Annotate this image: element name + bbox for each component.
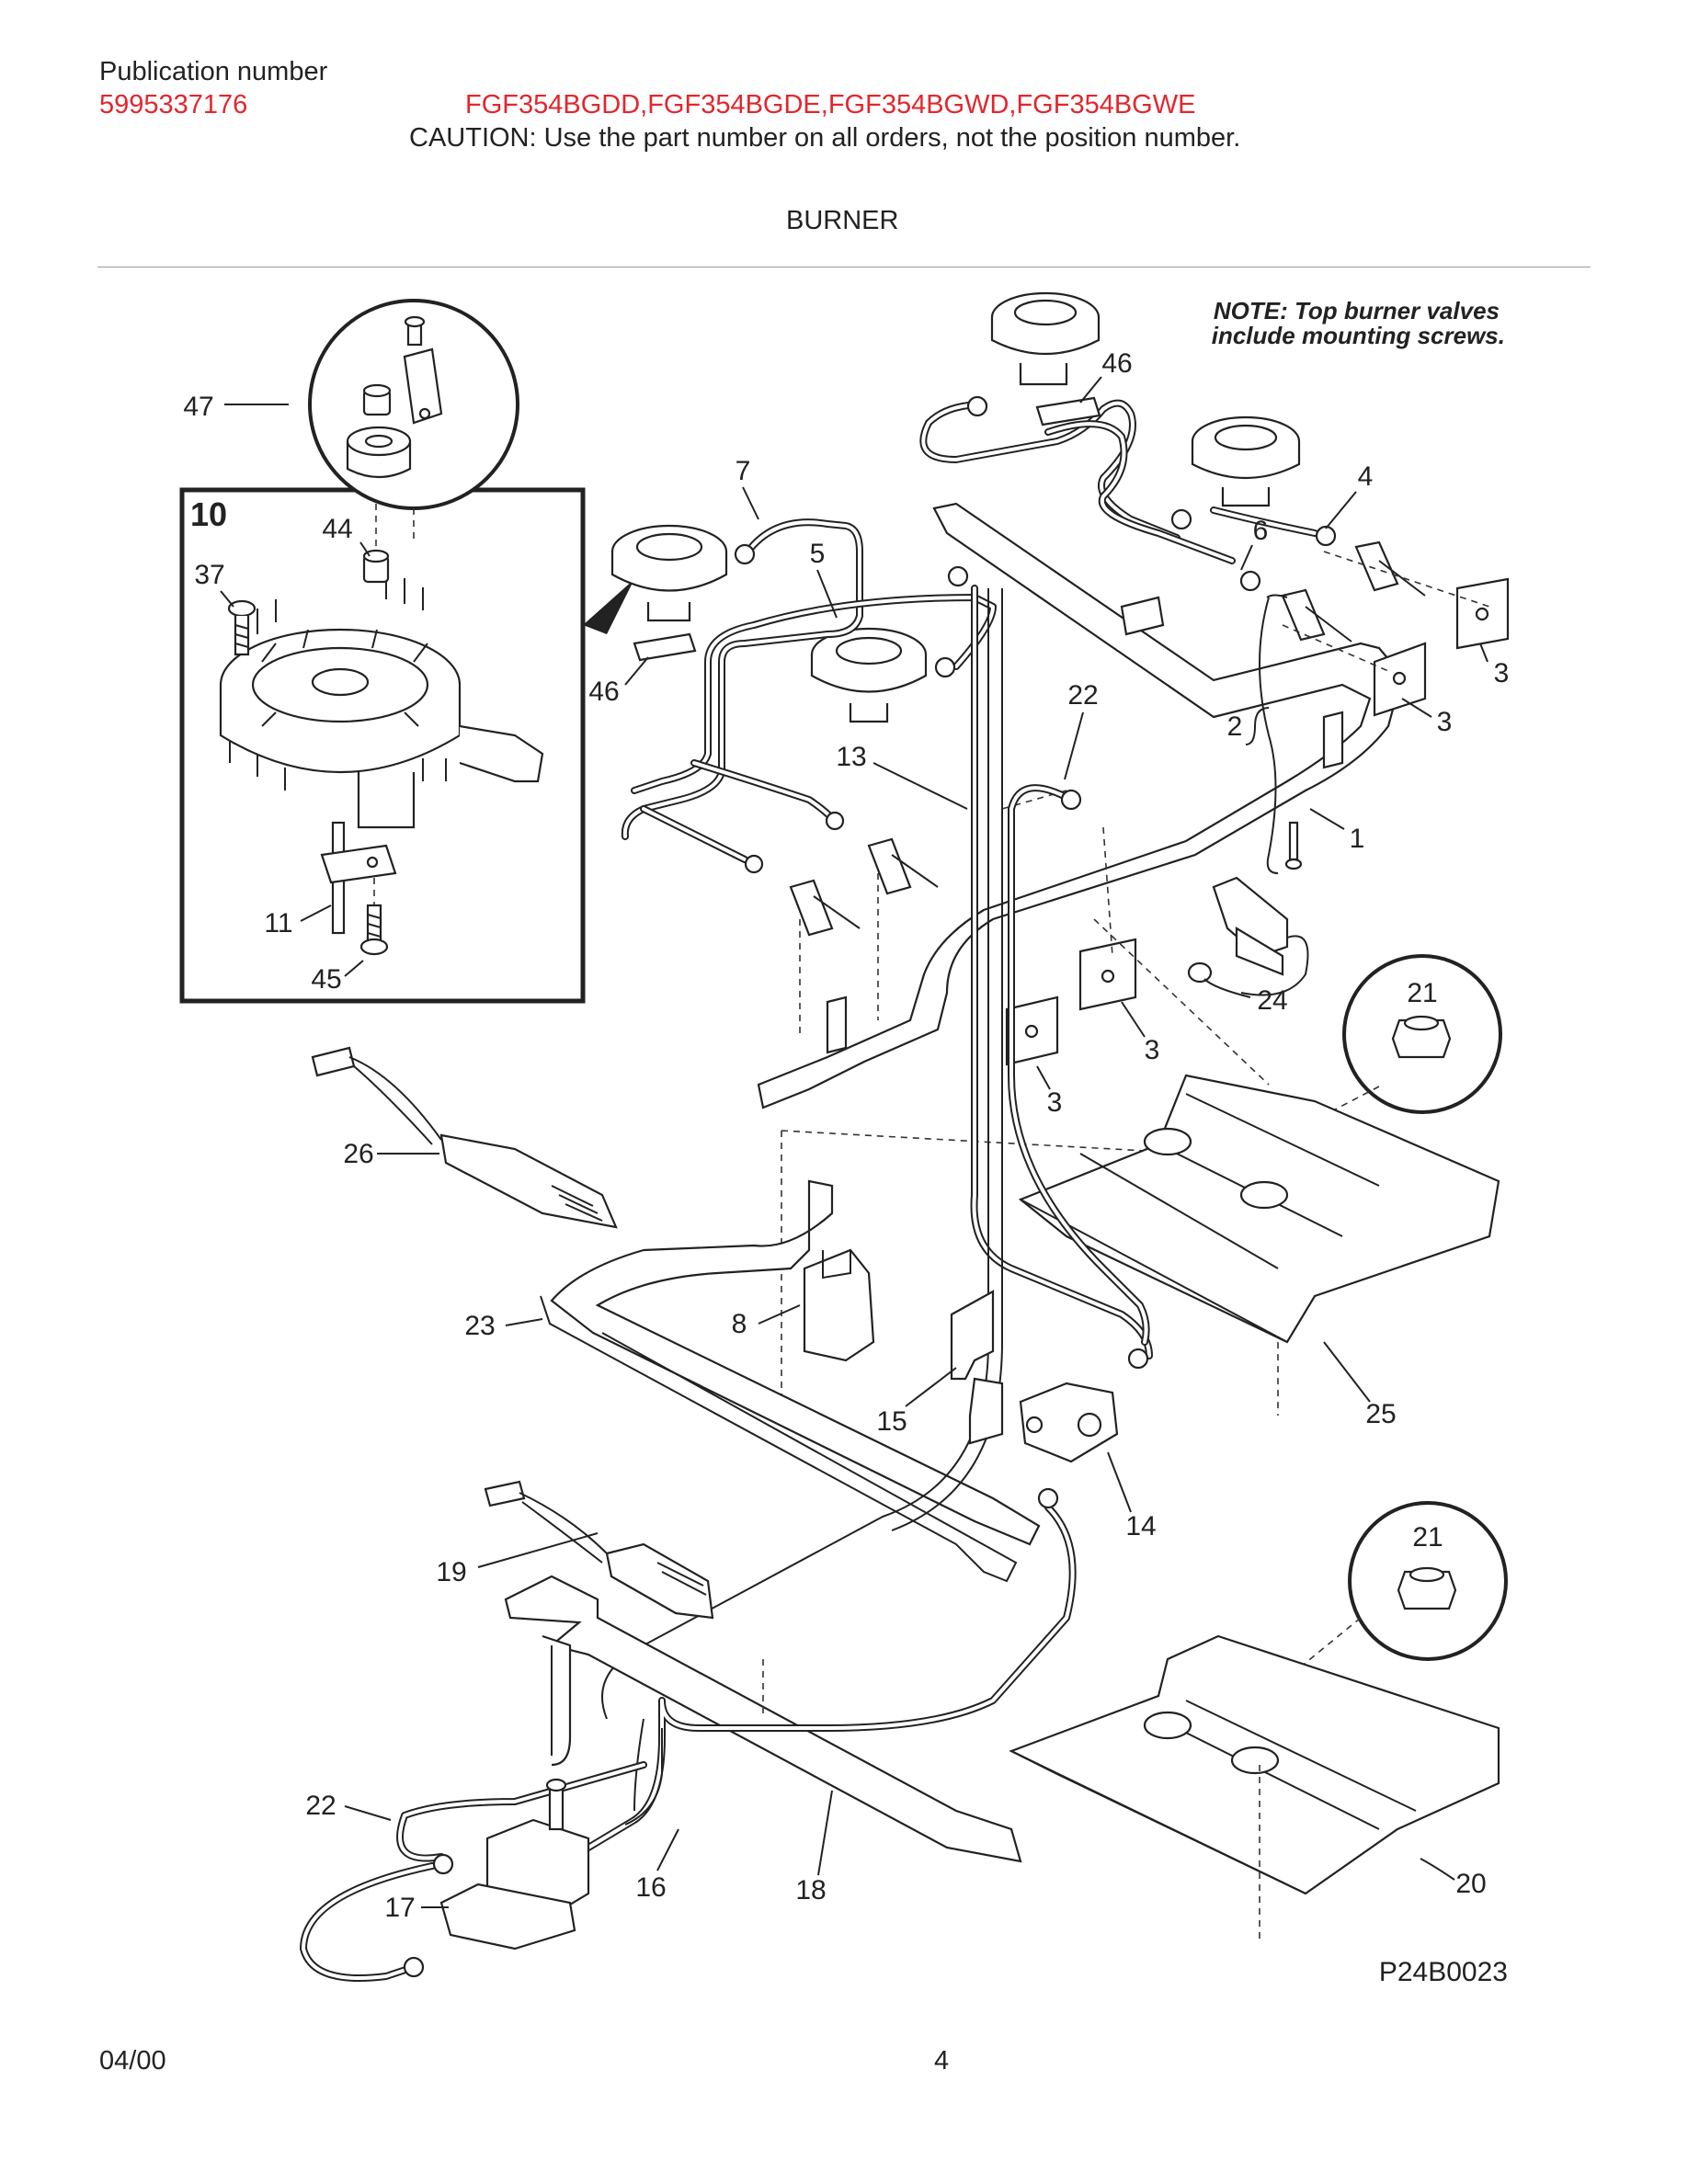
callout-26: 26 (343, 1139, 373, 1169)
callout-4: 4 (1358, 461, 1374, 492)
fitting (934, 656, 956, 678)
callout-3-a: 3 (1437, 707, 1453, 737)
oven-valve-14 (1019, 1382, 1119, 1463)
burner-head-right-rear (990, 291, 1101, 386)
fitting (1170, 508, 1192, 530)
publication-label: Publication number (99, 57, 328, 86)
footer-date: 04/00 (99, 2046, 166, 2076)
callout-44: 44 (322, 514, 352, 544)
callout-46-front: 46 (588, 677, 619, 707)
spreader-clip-46-rear (1035, 396, 1101, 427)
callout-23: 23 (464, 1311, 495, 1341)
oven-burner-23 (540, 1179, 1041, 1583)
section-title: BURNER (786, 206, 899, 235)
callout-13: 13 (836, 742, 866, 772)
callout-22-upper: 22 (1067, 680, 1098, 711)
callout-16: 16 (635, 1872, 666, 1903)
fitting (825, 811, 845, 831)
note-line-2: include mounting screws. (1212, 322, 1505, 349)
footer-page-number: 4 (934, 2046, 950, 2076)
callout-8: 8 (732, 1309, 747, 1339)
broil-valve-17 (439, 1778, 590, 1951)
circle-detail-21-lower (1348, 1501, 1508, 1661)
fitting (1239, 570, 1261, 592)
fitting (966, 395, 988, 417)
burner-head-left-rear (610, 524, 728, 622)
callout-17: 17 (384, 1893, 415, 1923)
valves (789, 540, 1426, 937)
callout-15: 15 (876, 1406, 907, 1437)
orifice-24 (1187, 876, 1309, 996)
callout-37: 37 (194, 560, 224, 590)
callout-47: 47 (183, 392, 213, 422)
circle-detail-21-upper (1342, 954, 1502, 1114)
electrode-11 (320, 821, 397, 935)
igniter-19 (484, 1480, 714, 1620)
callout-46-rear: 46 (1101, 348, 1132, 379)
publication-number: 5995337176 (99, 90, 248, 119)
screw-45 (359, 904, 389, 956)
spreader-clip-46-front (633, 632, 697, 662)
callout-21-lower: 21 (1412, 1522, 1443, 1553)
callout-7: 7 (736, 456, 751, 486)
callout-21-upper: 21 (1407, 978, 1437, 1008)
broil-burner-18 (504, 1575, 1022, 1863)
callout-5: 5 (810, 539, 826, 569)
callout-2: 2 (1227, 711, 1243, 742)
callout-45: 45 (311, 964, 341, 995)
nut-44 (362, 549, 390, 584)
burner-tubes (621, 399, 1318, 863)
drawing-code: P24B0023 (1379, 1957, 1508, 1987)
inset-title: 10 (190, 495, 227, 533)
igniter-26 (311, 1046, 618, 1229)
burner-head-left-front (810, 627, 928, 723)
safety-valve-8 (803, 1248, 875, 1362)
inset-pointer (583, 579, 634, 634)
callout-3-b: 3 (1494, 658, 1510, 688)
callout-25: 25 (1365, 1399, 1396, 1429)
callout-20: 20 (1455, 1869, 1486, 1899)
bracket-15 (950, 1290, 995, 1381)
callout-19: 19 (436, 1557, 466, 1587)
callout-22-lower: 22 (305, 1791, 336, 1821)
note-line-1: NOTE: Top burner valves (1214, 297, 1500, 324)
model-numbers: FGF354BGDD,FGF354BGDE,FGF354BGWD,FGF354B… (465, 90, 1196, 119)
ignition-wire-2 (1259, 597, 1279, 874)
callout-6: 6 (1253, 516, 1269, 546)
callout-18: 18 (795, 1875, 826, 1905)
fitting (744, 854, 764, 874)
callout-1: 1 (1350, 824, 1365, 854)
fitting (734, 543, 756, 565)
burner-base (219, 576, 544, 829)
burner-baffle-20 (1009, 1634, 1500, 1939)
circle-detail-47 (308, 299, 519, 542)
caution-text: CAUTION: Use the part number on all orde… (409, 123, 1241, 153)
callout-11: 11 (264, 908, 292, 938)
callout-3-c: 3 (1145, 1035, 1160, 1065)
callout-14: 14 (1125, 1511, 1156, 1541)
fitting (947, 565, 969, 587)
manifold (757, 502, 1404, 1109)
callout-24: 24 (1257, 985, 1287, 1016)
screw-37 (227, 599, 257, 656)
callout-3-d: 3 (1047, 1087, 1063, 1118)
inset-burner-head-detail: 10 (179, 487, 586, 1004)
burner-baffle-25 (1018, 1074, 1500, 1344)
screw-1 (1288, 821, 1299, 861)
fitting (1315, 525, 1337, 547)
burner-head-right-front (1191, 415, 1301, 507)
